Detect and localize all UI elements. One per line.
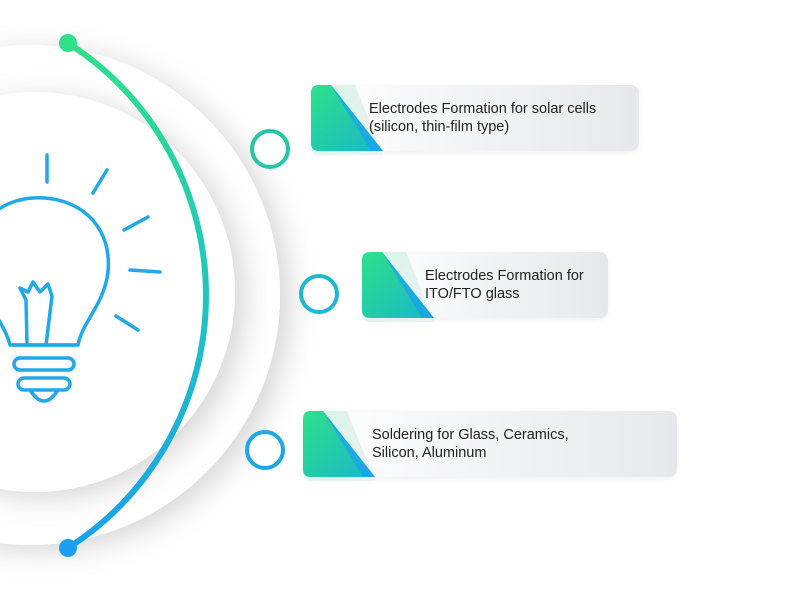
light-bulb-icon <box>0 153 162 403</box>
item-line1: Electrodes Formation for <box>425 268 584 284</box>
item-card-1: Electrodes Formation for solar cells (si… <box>311 85 639 155</box>
item-line2: ITO/FTO glass <box>425 286 520 302</box>
arc-end-dot <box>59 539 77 557</box>
item-text-3: Soldering for Glass, Ceramics, Silicon, … <box>372 426 569 462</box>
node-2 <box>299 274 339 314</box>
item-text-2: Electrodes Formation for ITO/FTO glass <box>425 267 584 303</box>
card-accent-1 <box>311 85 383 155</box>
node-1 <box>250 129 290 169</box>
card-accent-3 <box>303 411 375 481</box>
node-3 <box>245 430 285 470</box>
item-card-2: Electrodes Formation for ITO/FTO glass <box>362 252 608 322</box>
card-accent-2 <box>362 252 434 322</box>
item-card-3: Soldering for Glass, Ceramics, Silicon, … <box>303 411 677 481</box>
item-line1: Soldering for Glass, Ceramics, <box>372 427 569 443</box>
item-line2: Silicon, Aluminum <box>372 445 487 461</box>
timeline-arc <box>65 40 209 551</box>
item-line1: Electrodes Formation for solar cells <box>369 101 597 117</box>
item-text-1: Electrodes Formation for solar cells (si… <box>369 100 596 136</box>
arc-start-dot <box>59 34 77 52</box>
item-line2: (silicon, thin-film type) <box>369 119 510 135</box>
